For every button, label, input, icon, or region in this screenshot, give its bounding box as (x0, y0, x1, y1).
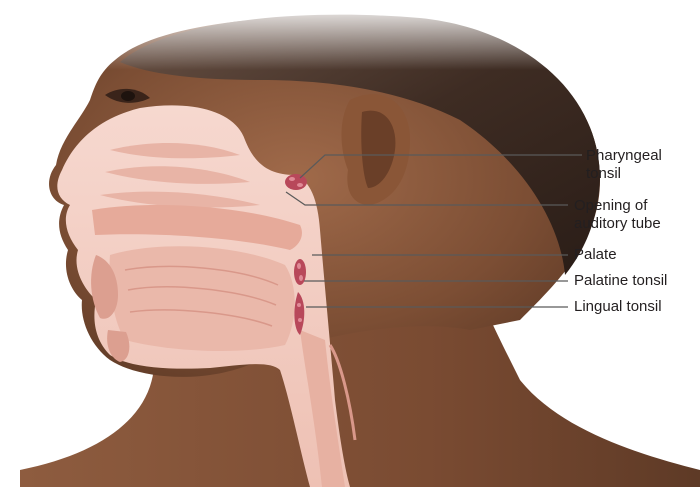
label-lingual-tonsil: Lingual tonsil (574, 298, 662, 316)
label-auditory-tube-line2: auditory tube (574, 215, 661, 233)
label-palatine-tonsil: Palatine tonsil (574, 272, 667, 290)
label-auditory-tube-line1: Opening of (574, 197, 661, 215)
label-palate: Palate (574, 246, 617, 264)
label-pharyngeal-tonsil-line1: Pharyngeal (586, 147, 662, 165)
label-pharyngeal-tonsil: Pharyngeal tonsil (586, 147, 662, 183)
pharyngeal-tonsil-mark (285, 174, 307, 190)
label-pharyngeal-tonsil-line2: tonsil (586, 165, 662, 183)
label-auditory-tube: Opening of auditory tube (574, 197, 661, 233)
